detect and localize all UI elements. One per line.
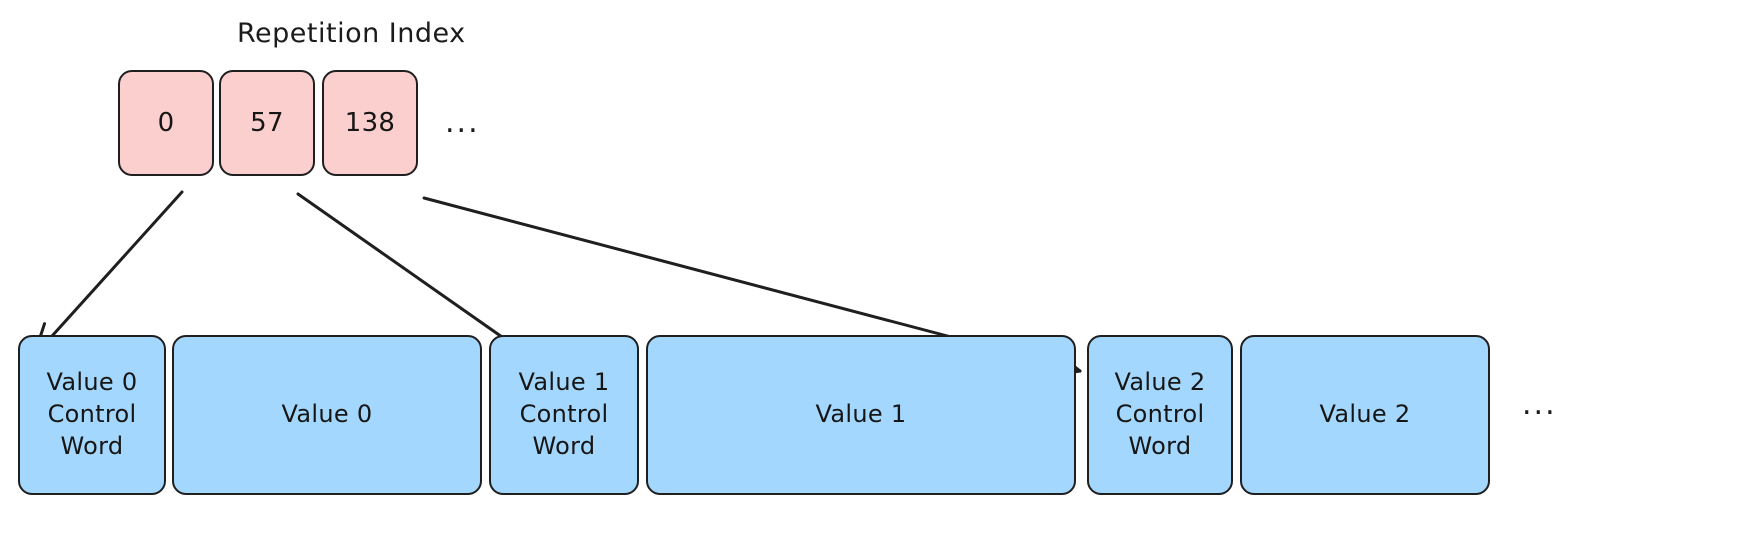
value-block-ctrl0-label: Value 0 Control Word bbox=[46, 368, 138, 460]
value-row-ellipsis: ... bbox=[1522, 387, 1557, 422]
edge-0-to-ctrl0-line bbox=[32, 190, 184, 358]
value-block-val0[interactable]: Value 0 bbox=[172, 335, 482, 495]
index-row-ellipsis: ... bbox=[445, 105, 480, 140]
repetition-index-0-label: 0 bbox=[157, 107, 175, 138]
repetition-index-138[interactable]: 138 bbox=[322, 70, 418, 176]
repetition-index-138-label: 138 bbox=[344, 107, 396, 138]
page-title: Repetition Index bbox=[237, 18, 466, 49]
value-block-val2-label: Value 2 bbox=[1319, 400, 1411, 429]
value-block-ctrl2-label: Value 2 Control Word bbox=[1114, 368, 1206, 460]
value-block-val0-label: Value 0 bbox=[281, 400, 373, 429]
value-block-ctrl0[interactable]: Value 0 Control Word bbox=[18, 335, 166, 495]
value-block-val1-label: Value 1 bbox=[815, 400, 907, 429]
repetition-index-0[interactable]: 0 bbox=[118, 70, 214, 176]
value-block-ctrl1-label: Value 1 Control Word bbox=[518, 368, 610, 460]
value-block-val1[interactable]: Value 1 bbox=[646, 335, 1076, 495]
value-block-ctrl2[interactable]: Value 2 Control Word bbox=[1087, 335, 1233, 495]
repetition-index-57[interactable]: 57 bbox=[219, 70, 315, 176]
edge-0-to-ctrl0 bbox=[32, 190, 184, 358]
value-block-ctrl1[interactable]: Value 1 Control Word bbox=[489, 335, 639, 495]
value-block-val2[interactable]: Value 2 bbox=[1240, 335, 1490, 495]
repetition-index-57-label: 57 bbox=[250, 107, 284, 138]
